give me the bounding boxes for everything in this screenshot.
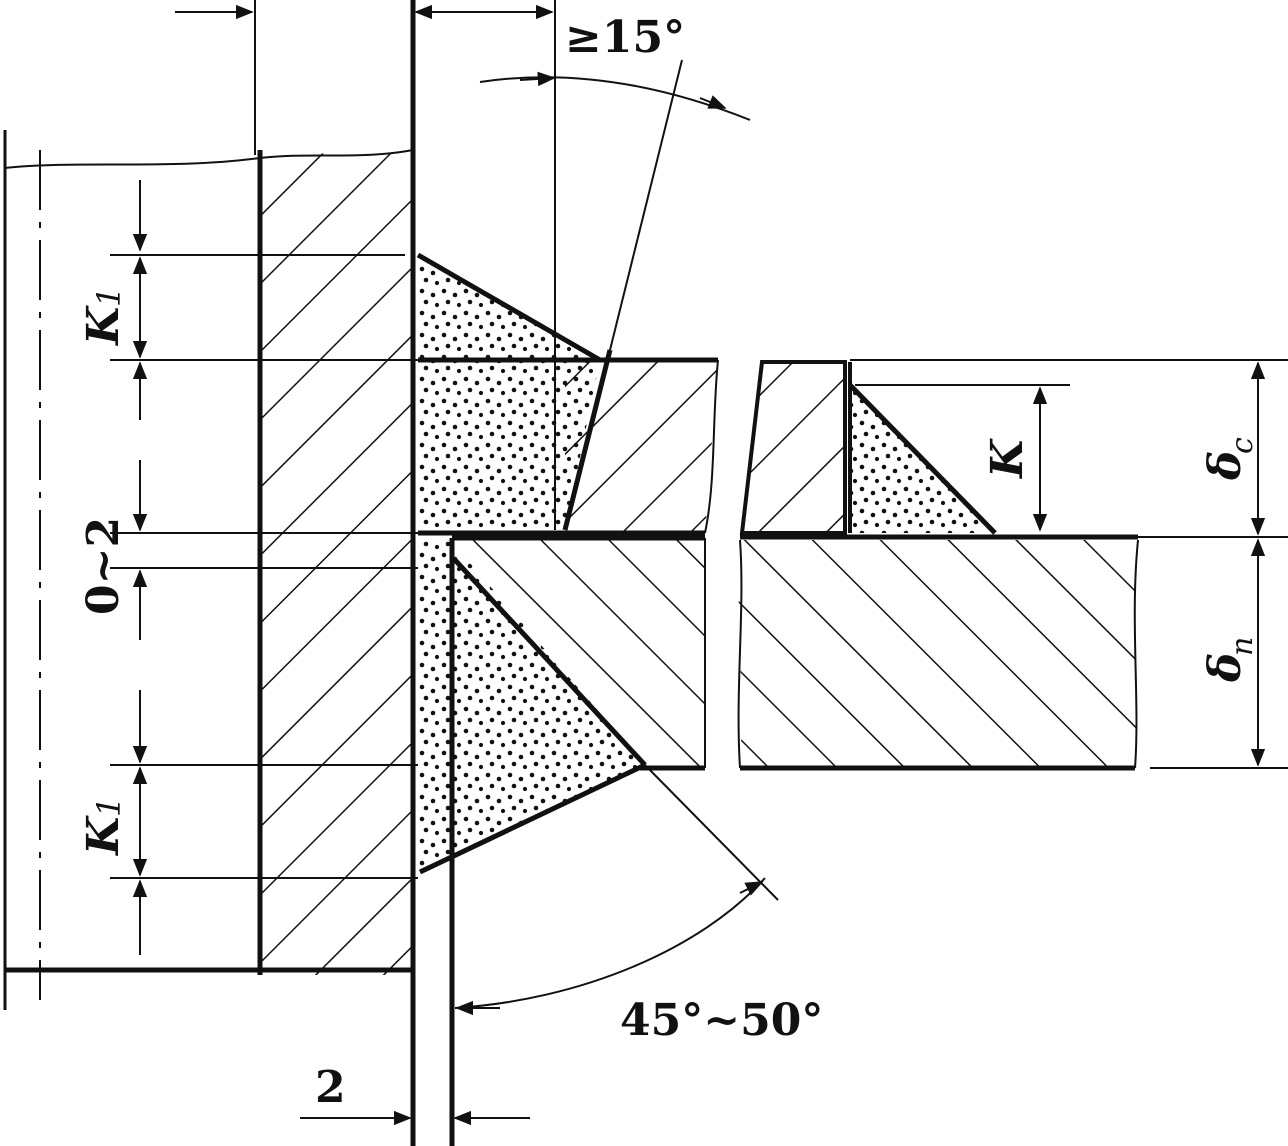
label-offset: 2: [315, 1062, 346, 1113]
upper-nozzle-plate: [418, 349, 719, 536]
svg-text:1: 1: [90, 797, 128, 817]
label-k1-bottom: K 1: [78, 797, 129, 857]
right-section: [737, 360, 1139, 771]
label-angle-top: ≥15°: [565, 12, 685, 63]
svg-text:c: c: [1225, 437, 1260, 454]
label-k-right: K: [982, 438, 1033, 480]
label-delta-n: δ n: [1200, 637, 1260, 683]
lower-nozzle-plate: [449, 535, 706, 1146]
label-angle-bottom: 45°~50°: [620, 995, 823, 1046]
dimension-lines: [110, 0, 1288, 1126]
label-delta-c: δ c: [1200, 437, 1260, 481]
svg-text:K: K: [78, 815, 129, 857]
svg-text:n: n: [1225, 637, 1260, 656]
svg-text:0~2: 0~2: [78, 517, 129, 615]
svg-text:δ: δ: [1200, 653, 1251, 683]
svg-text:K: K: [78, 305, 129, 347]
shell-plate: [3, 0, 416, 1146]
svg-text:δ: δ: [1200, 451, 1251, 481]
weld-bead-lower: [418, 540, 647, 875]
svg-text:K: K: [982, 438, 1033, 480]
svg-text:1: 1: [90, 287, 128, 307]
label-k1-top: K 1: [78, 287, 129, 347]
label-gap: 0~2: [78, 517, 129, 615]
